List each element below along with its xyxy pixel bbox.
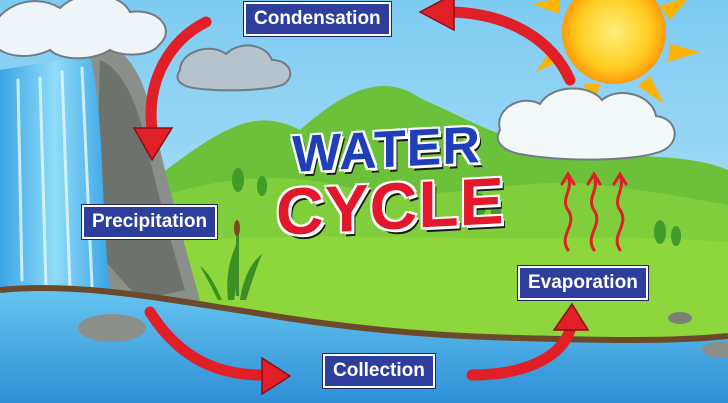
stage-label-condensation: Condensation xyxy=(244,2,391,36)
stage-label-collection: Collection xyxy=(323,354,435,388)
arrow-condensation-to-precipitation xyxy=(145,16,212,136)
cloud-icon-right xyxy=(496,87,676,161)
cloud-icon-small xyxy=(176,44,292,92)
evaporation-arrows-icon xyxy=(560,171,628,252)
rocks xyxy=(78,312,728,358)
sun-icon xyxy=(532,0,700,112)
arrow-evaporation-to-condensation xyxy=(446,6,576,86)
arrow-precipitation-to-collection xyxy=(144,306,268,381)
arrowhead-icon xyxy=(261,356,292,396)
arrowhead-icon xyxy=(552,302,590,331)
diagram-title-line-2: CYCLE xyxy=(275,162,506,250)
trees xyxy=(232,168,681,246)
arrowhead-icon xyxy=(132,127,174,162)
stage-label-precipitation: Precipitation xyxy=(82,205,218,239)
cycle-arrows xyxy=(144,6,576,381)
arrow-collection-to-evaporation xyxy=(466,324,576,381)
reed-plant-icon xyxy=(200,220,262,300)
arrowhead-icon xyxy=(418,0,455,32)
cloud-icon-left xyxy=(0,0,167,60)
river xyxy=(0,288,728,403)
stage-label-evaporation: Evaporation xyxy=(518,266,648,300)
waterfall xyxy=(0,55,110,300)
